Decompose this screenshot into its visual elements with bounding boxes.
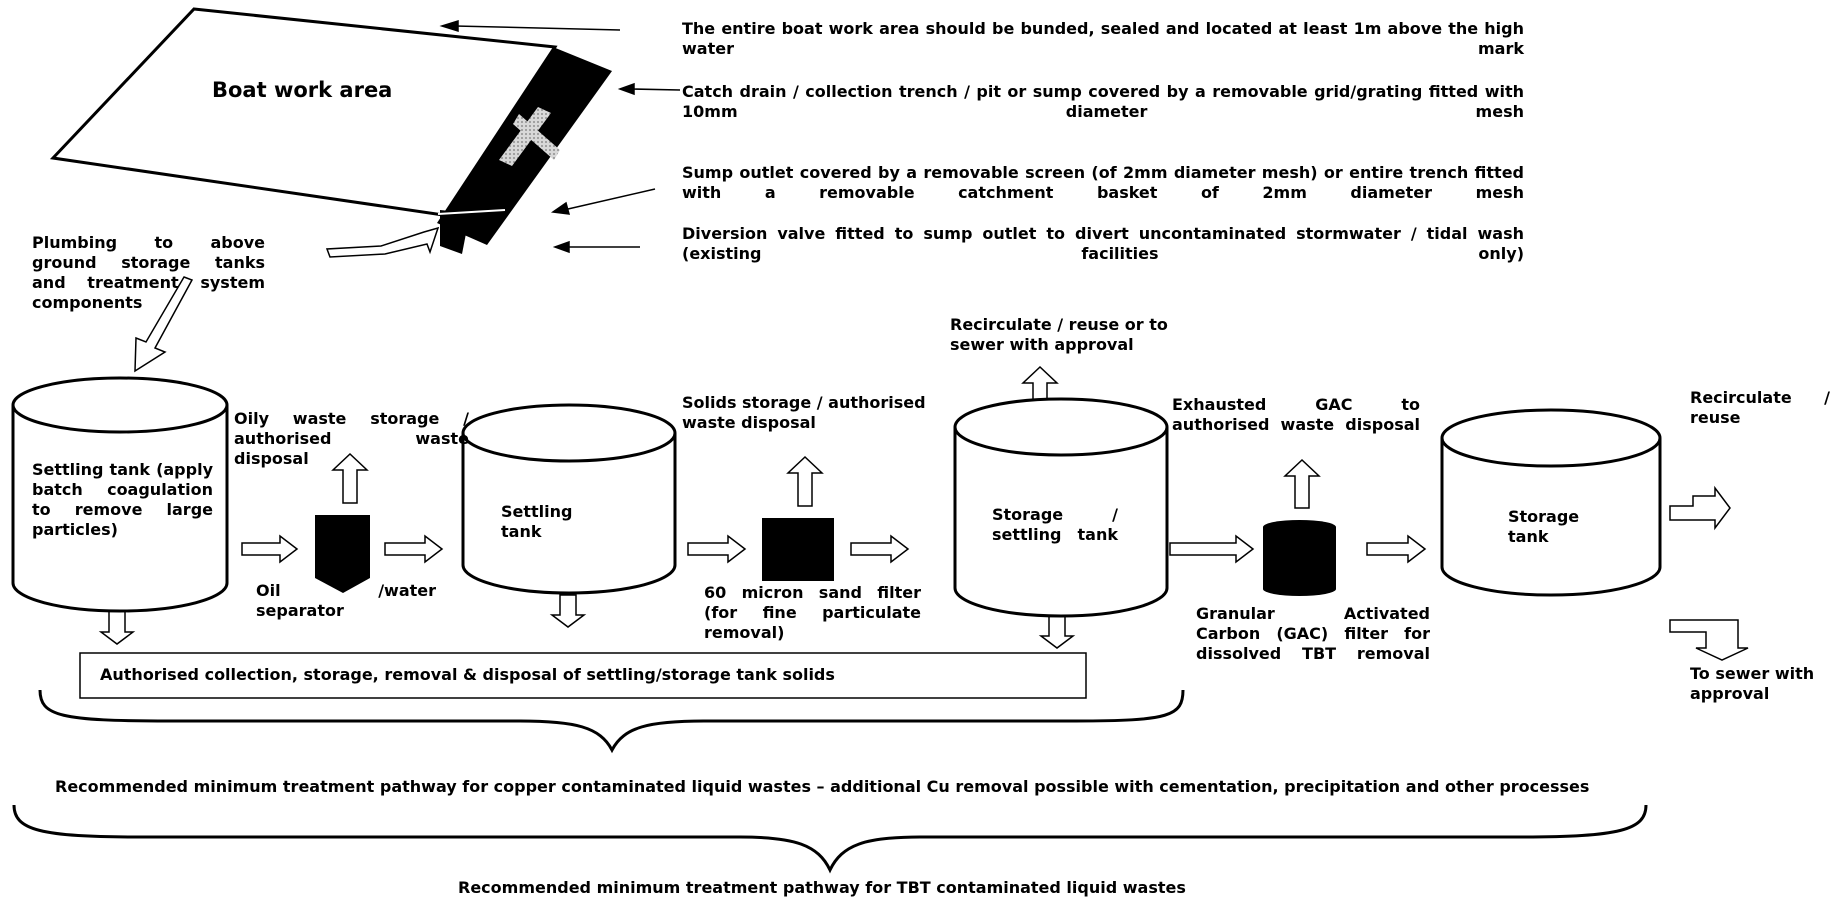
sump-outlet (440, 210, 470, 254)
settling-tank-1-label: Settling tank (apply batch coagulation t… (32, 460, 213, 539)
copper-pathway-brace (38, 689, 1185, 754)
note-bunded: The entire boat work area should be bund… (682, 19, 1524, 58)
tbt-pathway-brace (12, 804, 1648, 874)
arrow-separator-up (331, 452, 369, 504)
recirculate-sewer-label: Recirculate / reuse or to sewer with app… (950, 315, 1168, 354)
solids-storage-label: Solids storage / authorised waste dispos… (682, 393, 926, 432)
storage-settling-tank-cylinder (953, 397, 1169, 618)
arrow-tank1-to-separator (241, 534, 299, 564)
arrow-tank3-to-gac (1169, 534, 1255, 564)
arrow-plumbing-down (134, 276, 194, 373)
gac-filter-label: Granular Activated Carbon (GAC) filter f… (1196, 604, 1430, 663)
arrow-tank3-down (1038, 615, 1076, 649)
sand-filter-shape (762, 518, 834, 581)
note-diversion-valve: Diversion valve fitted to sump outlet to… (682, 224, 1524, 263)
arrow-filter-to-tank3 (850, 534, 910, 564)
tbt-pathway-label: Recommended minimum treatment pathway fo… (458, 878, 1186, 897)
arrow-separator-to-tank2 (384, 534, 444, 564)
to-sewer-label: To sewer with approval (1690, 664, 1815, 703)
arrow-tank2-to-filter (687, 534, 747, 564)
storage-settling-tank-label: Storage / settling tank (992, 505, 1118, 544)
arrow-gac-up (1283, 458, 1321, 509)
storage-tank-cylinder (1440, 408, 1662, 597)
arrow-recirculate-reuse (1669, 485, 1731, 531)
grid-grating-cross (499, 107, 560, 166)
arrow-tank2-down (549, 594, 587, 628)
arrow-tank1-down (98, 609, 136, 645)
arrow-boat-outflow (325, 226, 440, 258)
note-sump-outlet: Sump outlet covered by a removable scree… (682, 163, 1524, 202)
flow-arrows (98, 226, 1749, 661)
note-catch-drain: Catch drain / collection trench / pit or… (682, 82, 1524, 121)
arrow-filter-up (786, 455, 824, 507)
oil-separator-label: Oil /water separator (256, 581, 436, 620)
gac-filter-shape (1263, 520, 1336, 596)
plumbing-label: Plumbing to above ground storage tanks a… (32, 233, 265, 312)
settling-tank-1-cylinder (11, 376, 229, 613)
copper-pathway-label: Recommended minimum treatment pathway fo… (55, 777, 1590, 796)
solids-box-label: Authorised collection, storage, removal … (100, 665, 835, 684)
settling-tank-2-cylinder (461, 403, 677, 595)
oil-water-separator-shape (315, 515, 370, 593)
oily-waste-label: Oily waste storage / authorised waste di… (234, 409, 469, 468)
exhausted-gac-label: Exhausted GAC to authorised waste dispos… (1172, 395, 1420, 434)
callout-arrows (439, 19, 681, 254)
sand-filter-label: 60 micron sand filter (for fine particul… (704, 583, 921, 642)
boat-work-area-title: Boat work area (212, 78, 393, 102)
arrow-gac-to-tank4 (1366, 534, 1427, 564)
solids-box (79, 652, 1087, 699)
recirculate-reuse-label: Recirculate / reuse (1690, 388, 1830, 427)
settling-tank-2-label: Settling tank (501, 502, 573, 541)
arrow-to-sewer (1669, 619, 1749, 661)
storage-tank-label: Storage tank (1508, 507, 1580, 546)
